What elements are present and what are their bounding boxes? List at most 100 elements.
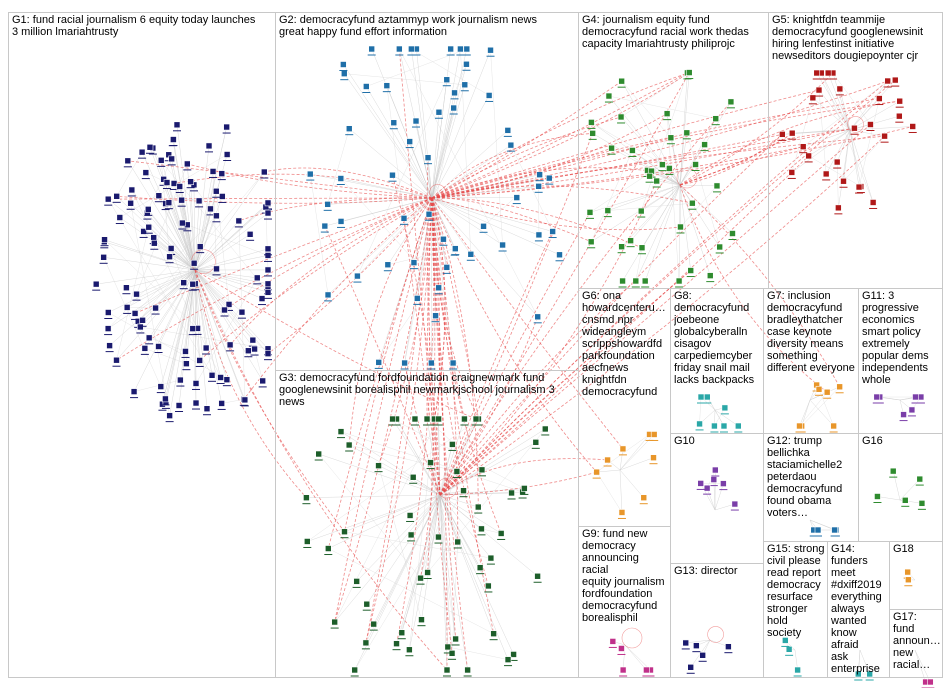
graph-node[interactable]	[306, 170, 314, 178]
graph-node[interactable]	[876, 95, 883, 102]
graph-node[interactable]	[324, 545, 332, 552]
graph-node[interactable]	[693, 642, 700, 649]
graph-node[interactable]	[840, 177, 847, 185]
graph-node[interactable]	[408, 45, 415, 53]
graph-node[interactable]	[706, 272, 714, 279]
graph-node[interactable]	[835, 204, 842, 212]
graph-node[interactable]	[485, 582, 492, 590]
graph-node[interactable]	[638, 244, 646, 252]
graph-node[interactable]	[213, 212, 220, 220]
graph-node[interactable]	[209, 168, 217, 175]
graph-node[interactable]	[729, 230, 736, 237]
graph-node[interactable]	[836, 85, 844, 93]
graph-node[interactable]	[788, 129, 796, 137]
graph-node[interactable]	[472, 415, 480, 423]
graph-node[interactable]	[710, 476, 718, 483]
graph-node[interactable]	[189, 325, 197, 332]
graph-node[interactable]	[866, 670, 873, 678]
graph-node[interactable]	[905, 576, 912, 584]
graph-node[interactable]	[490, 630, 497, 637]
graph-node[interactable]	[805, 152, 812, 160]
graph-node[interactable]	[337, 218, 345, 225]
graph-node[interactable]	[412, 117, 420, 125]
graph-node[interactable]	[534, 313, 542, 321]
graph-node[interactable]	[264, 280, 272, 288]
graph-node[interactable]	[124, 157, 132, 165]
graph-node[interactable]	[629, 147, 636, 154]
graph-node[interactable]	[264, 245, 272, 253]
graph-node[interactable]	[464, 666, 471, 674]
graph-node[interactable]	[799, 143, 807, 150]
graph-node[interactable]	[855, 183, 863, 191]
graph-node[interactable]	[884, 77, 892, 85]
graph-node[interactable]	[190, 259, 198, 267]
graph-node[interactable]	[177, 376, 184, 384]
graph-node[interactable]	[406, 138, 413, 145]
graph-node[interactable]	[618, 509, 626, 516]
graph-node[interactable]	[869, 199, 877, 206]
graph-node[interactable]	[896, 112, 903, 120]
graph-node[interactable]	[912, 393, 919, 401]
graph-node[interactable]	[166, 253, 173, 261]
graph-node[interactable]	[187, 178, 194, 185]
graph-node[interactable]	[619, 445, 627, 453]
graph-node[interactable]	[701, 141, 708, 148]
graph-node[interactable]	[453, 468, 461, 475]
graph-node[interactable]	[908, 406, 916, 414]
graph-node[interactable]	[460, 487, 467, 494]
graph-node[interactable]	[449, 441, 456, 448]
graph-node[interactable]	[480, 223, 487, 230]
graph-node[interactable]	[451, 89, 458, 97]
graph-node[interactable]	[716, 243, 723, 251]
graph-node[interactable]	[497, 530, 505, 537]
graph-node[interactable]	[401, 359, 408, 367]
graph-node[interactable]	[411, 415, 419, 423]
graph-node[interactable]	[303, 494, 310, 501]
graph-node[interactable]	[424, 154, 432, 161]
graph-node[interactable]	[604, 207, 612, 214]
graph-node[interactable]	[785, 646, 793, 653]
graph-node[interactable]	[452, 635, 459, 643]
graph-node[interactable]	[605, 92, 613, 100]
graph-node[interactable]	[264, 199, 272, 207]
graph-node[interactable]	[123, 284, 130, 292]
graph-node[interactable]	[245, 347, 252, 355]
graph-node[interactable]	[212, 187, 220, 195]
graph-node[interactable]	[368, 45, 375, 53]
graph-node[interactable]	[444, 643, 452, 651]
graph-node[interactable]	[900, 411, 907, 418]
graph-node[interactable]	[152, 304, 159, 312]
graph-node[interactable]	[337, 175, 345, 182]
graph-node[interactable]	[696, 420, 703, 428]
graph-node[interactable]	[593, 468, 600, 476]
graph-node[interactable]	[796, 422, 803, 430]
graph-node[interactable]	[166, 412, 173, 419]
graph-node[interactable]	[487, 46, 494, 54]
graph-node[interactable]	[116, 214, 124, 221]
graph-node[interactable]	[650, 431, 658, 438]
graph-node[interactable]	[504, 127, 512, 134]
graph-node[interactable]	[697, 480, 705, 487]
graph-node[interactable]	[813, 69, 821, 77]
graph-node[interactable]	[510, 651, 517, 658]
graph-node[interactable]	[712, 466, 719, 474]
graph-node[interactable]	[901, 497, 909, 504]
graph-node[interactable]	[713, 182, 721, 190]
graph-node[interactable]	[428, 359, 435, 367]
graph-node[interactable]	[101, 236, 108, 243]
graph-node[interactable]	[643, 666, 650, 674]
graph-node[interactable]	[461, 81, 469, 89]
graph-node[interactable]	[809, 94, 817, 102]
graph-node[interactable]	[917, 393, 925, 401]
graph-node[interactable]	[176, 183, 184, 190]
graph-node[interactable]	[375, 462, 382, 469]
graph-node[interactable]	[202, 344, 210, 352]
graph-node[interactable]	[370, 620, 378, 628]
graph-node[interactable]	[873, 393, 881, 401]
graph-node[interactable]	[264, 266, 272, 274]
graph-node[interactable]	[435, 284, 442, 292]
graph-node[interactable]	[712, 115, 720, 122]
graph-node[interactable]	[463, 60, 470, 68]
graph-node[interactable]	[731, 500, 739, 508]
graph-node[interactable]	[175, 402, 183, 409]
